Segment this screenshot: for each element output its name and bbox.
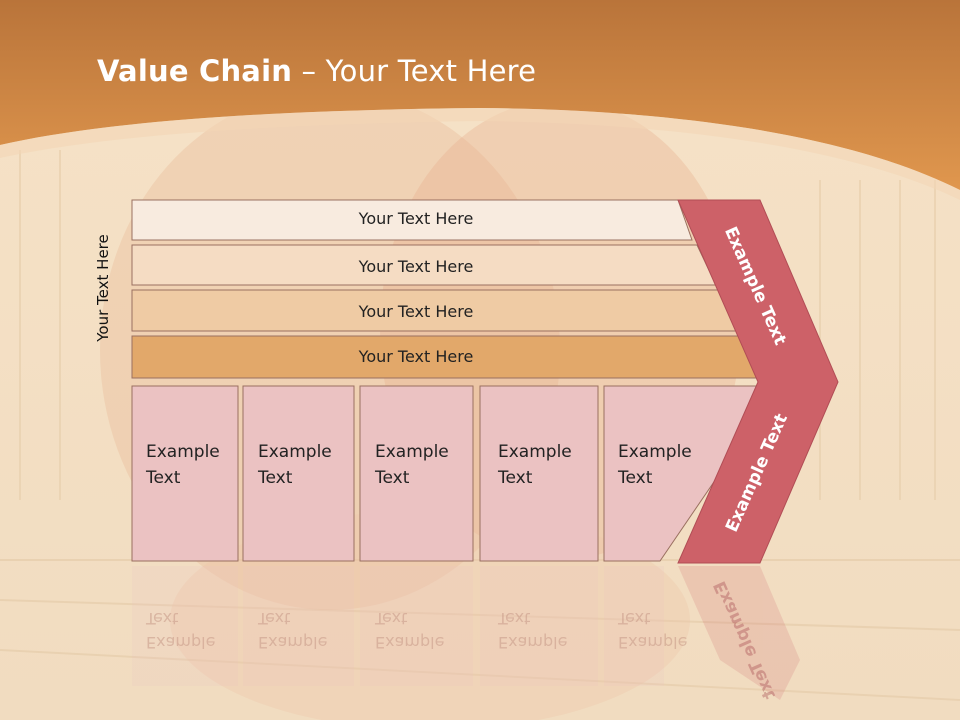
bar-3-label: Your Text Here (358, 302, 474, 321)
bar-1[interactable] (131, 199, 693, 241)
title-bold: Value Chain (97, 54, 293, 88)
bar-1-label: Your Text Here (358, 209, 474, 228)
box-5-reflection-line-1: Example (618, 633, 688, 652)
box-2-reflection-line-1: Example (258, 633, 328, 652)
bar-4-label: Your Text Here (358, 347, 474, 366)
box-5-line-2: Text (618, 468, 653, 488)
page-title: Value Chain – Your Text Here (97, 54, 536, 88)
chevron-arrow[interactable] (677, 199, 839, 564)
box-4-line-2: Text (498, 468, 533, 488)
box-4-line-1: Example (498, 442, 572, 462)
box-1-reflection-line-1: Example (146, 633, 216, 652)
box-5-line-1: Example (618, 442, 692, 462)
box-4-reflection-line-1: Example (498, 633, 568, 652)
box-5-reflection-line-2: Text (618, 609, 651, 628)
box-2-line-1: Example (258, 442, 332, 462)
box-3-reflection-line-1: Example (375, 633, 445, 652)
box-2-reflection: Example Text (258, 606, 348, 654)
primary-box-3[interactable] (359, 385, 474, 562)
box-3-line-1: Example (375, 442, 449, 462)
box-1-line-1: Example (146, 442, 220, 462)
bar-2-label: Your Text Here (358, 257, 474, 276)
box-4-reflection-line-2: Text (498, 609, 531, 628)
box-2-line-2: Text (258, 468, 293, 488)
box-1-reflection-line-2: Text (146, 609, 179, 628)
title-rest: – Your Text Here (292, 54, 537, 88)
box-2-reflection-line-2: Text (258, 609, 291, 628)
primary-box-2[interactable] (242, 385, 355, 562)
box-1-reflection: Example Text (146, 606, 236, 654)
box-4-reflection: Example Text (498, 606, 588, 654)
box-3-reflection-line-2: Text (375, 609, 408, 628)
box-3-reflection: Example Text (375, 606, 465, 654)
box-3-line-2: Text (375, 468, 410, 488)
primary-box-5[interactable] (603, 385, 761, 562)
box-1-line-2: Text (146, 468, 181, 488)
box-5-reflection: Example Text (618, 606, 708, 654)
side-label-text: Your Text Here (94, 234, 112, 342)
primary-box-1[interactable] (131, 385, 239, 562)
primary-box-4[interactable] (479, 385, 599, 562)
